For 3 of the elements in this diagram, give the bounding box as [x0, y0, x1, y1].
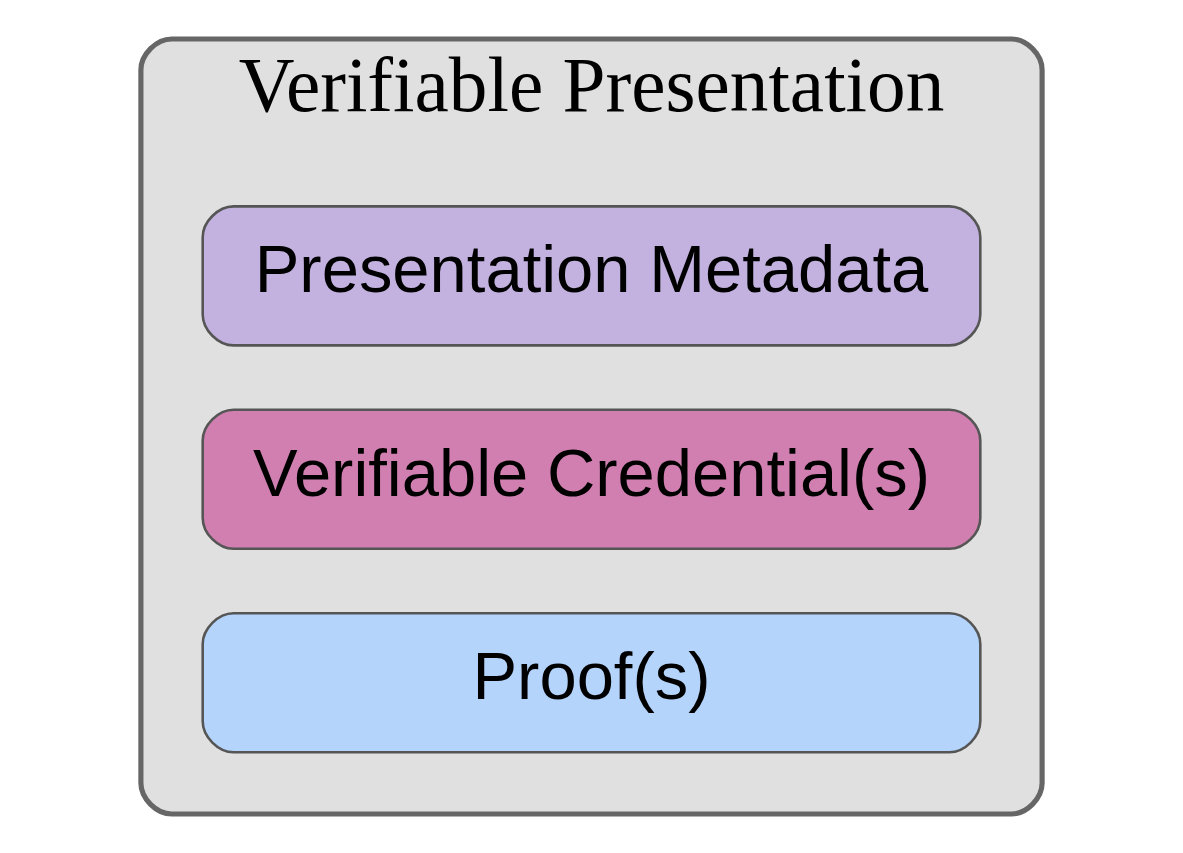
node-box: Verifiable Credential(s): [201, 408, 982, 551]
node-box: Presentation Metadata: [201, 205, 982, 347]
node-box: Proof(s): [201, 611, 982, 754]
